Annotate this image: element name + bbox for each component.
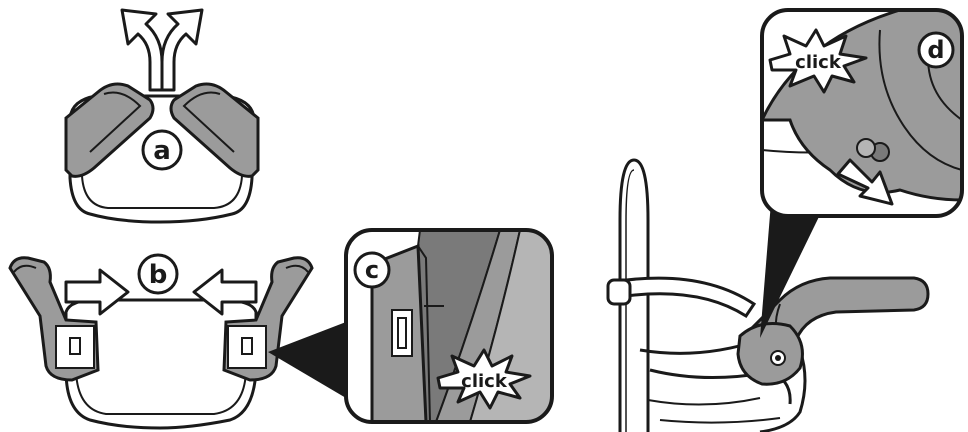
panel-c: c click	[346, 230, 552, 422]
click-text-d: click	[795, 52, 842, 73]
panel-a: a	[66, 10, 258, 222]
panel-b: b	[10, 255, 346, 428]
lift-arrow-right	[162, 10, 202, 90]
lift-arrow-left	[122, 10, 162, 90]
tray-hinge-side	[738, 324, 802, 385]
panel-d: d click	[762, 10, 962, 216]
step-d-label: d	[927, 36, 944, 64]
click-text-c: click	[461, 371, 508, 392]
step-b-label: b	[149, 260, 168, 290]
step-c-label: c	[365, 256, 379, 284]
step-a-label: a	[153, 136, 171, 166]
